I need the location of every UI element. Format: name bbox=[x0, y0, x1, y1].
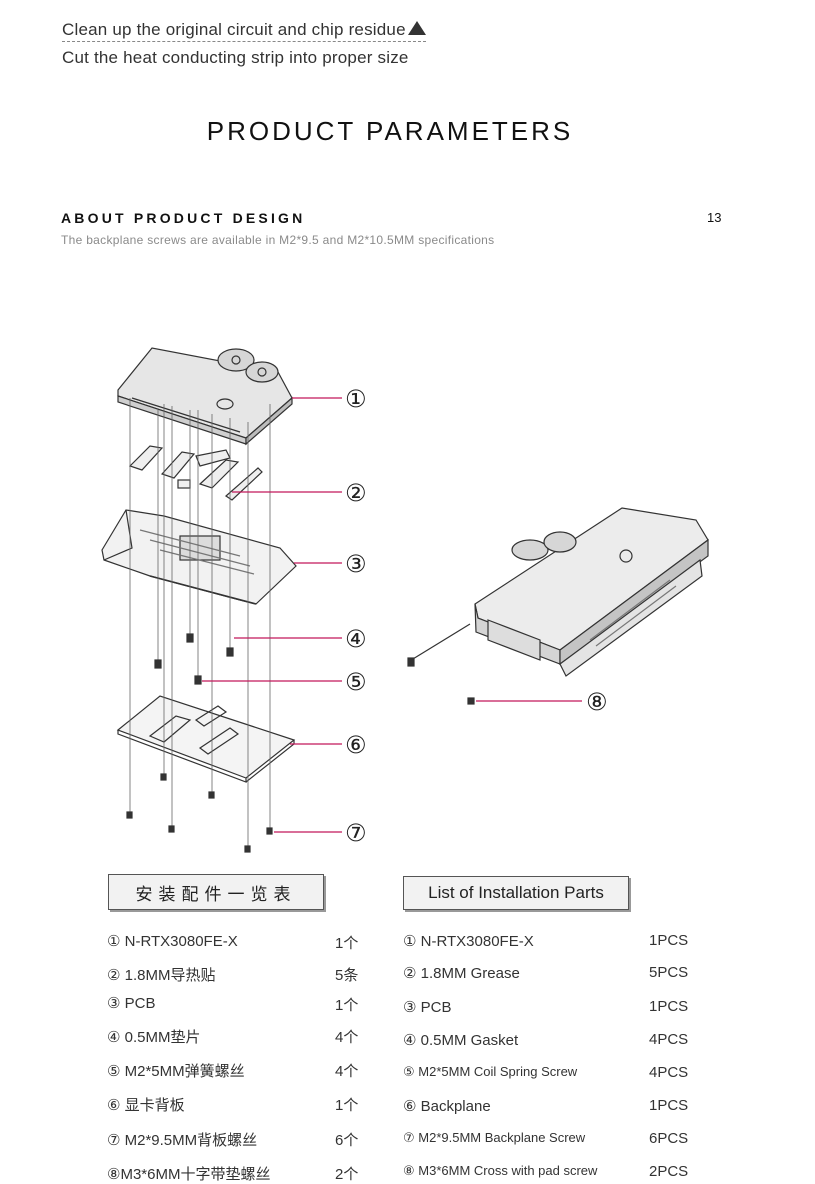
water-block-illustration bbox=[117, 347, 293, 446]
callout-1: ① bbox=[345, 385, 367, 413]
pcb-illustration bbox=[101, 509, 297, 605]
callout-leader-lines bbox=[202, 397, 582, 833]
note-cut-strip: Cut the heat conducting strip into prope… bbox=[62, 48, 409, 67]
parts-list-title-zh: 安装配件一览表 bbox=[108, 874, 324, 910]
backplane-illustration bbox=[116, 695, 296, 783]
callout-4: ④ bbox=[345, 625, 367, 653]
section-subtitle: The backplane screws are available in M2… bbox=[61, 233, 495, 247]
note-clean-residue: Clean up the original circuit and chip r… bbox=[62, 20, 426, 42]
triangle-up-icon bbox=[407, 21, 426, 35]
callout-3: ③ bbox=[345, 550, 367, 578]
section-title: ABOUT PRODUCT DESIGN bbox=[61, 210, 306, 226]
callout-8: ⑧ bbox=[586, 688, 608, 716]
assembled-card-illustration bbox=[407, 507, 709, 705]
page-title: PRODUCT PARAMETERS bbox=[206, 116, 574, 146]
exploded-assembly-diagram: ① ② ③ ④ ⑤ ⑥ ⑦ ⑧ bbox=[101, 347, 709, 853]
parts-list-title-en: List of Installation Parts bbox=[403, 876, 629, 910]
callout-6: ⑥ bbox=[345, 731, 367, 759]
callout-5: ⑤ bbox=[345, 668, 367, 696]
callout-7: ⑦ bbox=[345, 819, 367, 847]
page-number: 13 bbox=[707, 210, 722, 225]
callout-2: ② bbox=[345, 479, 367, 507]
